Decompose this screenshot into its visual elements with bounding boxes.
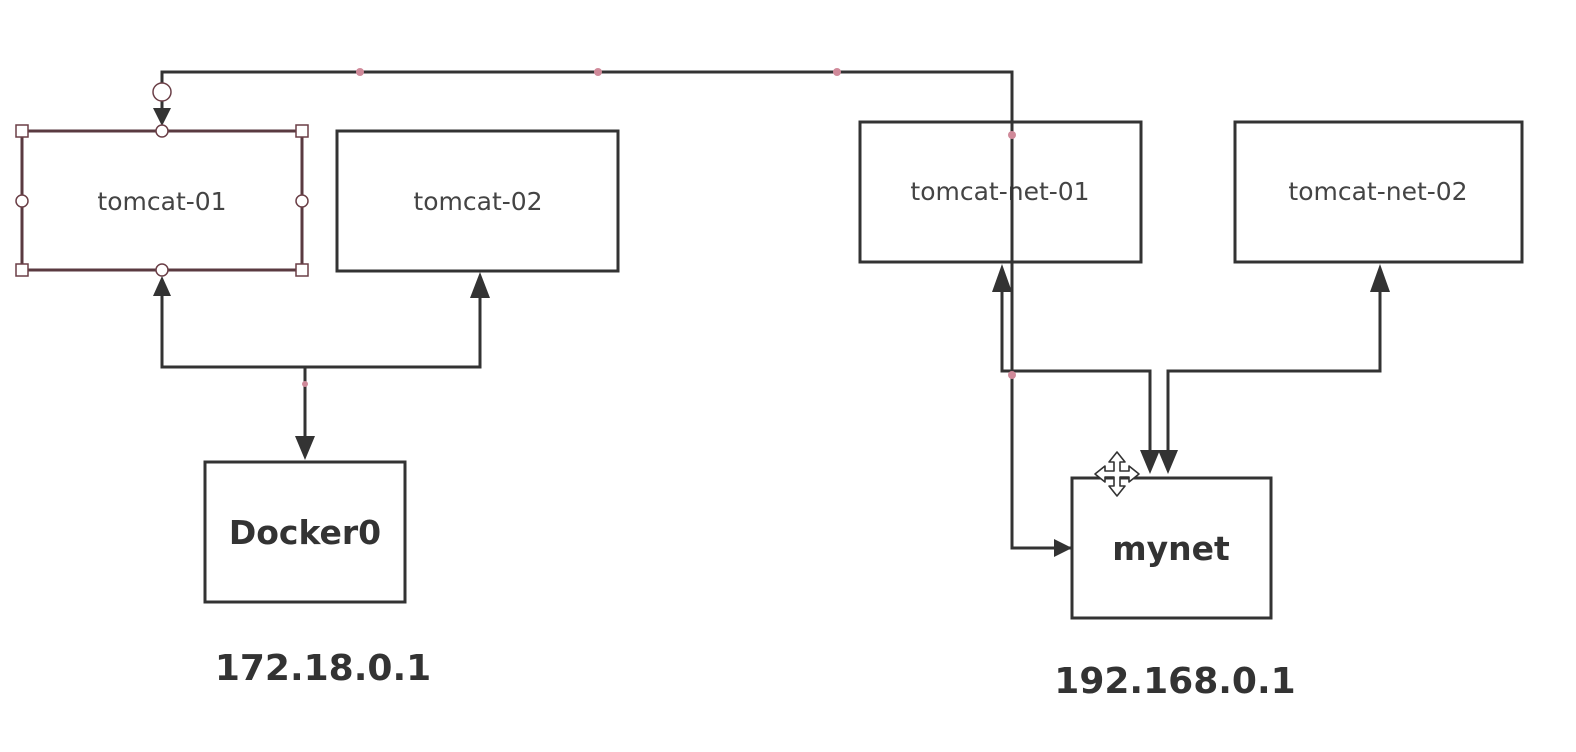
node-mynet-label: mynet <box>1112 529 1230 568</box>
node-docker0[interactable]: Docker0 <box>203 460 407 604</box>
node-tomcat-01[interactable]: tomcat-01 <box>20 129 304 272</box>
resize-handle-sw[interactable] <box>15 263 29 277</box>
connect-handle-bottom[interactable] <box>155 263 169 277</box>
node-tomcat-net-01[interactable]: tomcat-net-01 <box>858 120 1143 264</box>
mynet-ip: 192.168.0.1 <box>1054 661 1295 702</box>
resize-handle-nw[interactable] <box>15 124 29 138</box>
edge-docker0-bus[interactable] <box>153 272 490 460</box>
edge-mynet-tomcat-net-01[interactable] <box>992 264 1160 474</box>
waypoint-4[interactable] <box>1008 131 1016 139</box>
move-cursor-icon <box>1094 451 1140 497</box>
edge-waypoints[interactable] <box>302 68 1016 387</box>
node-tomcat-02[interactable]: tomcat-02 <box>335 129 620 273</box>
node-docker0-label: Docker0 <box>229 513 381 552</box>
node-tomcat-net-01-label: tomcat-net-01 <box>910 177 1089 206</box>
node-mynet[interactable]: mynet <box>1070 476 1273 620</box>
edge-mynet-tomcat-net-02[interactable] <box>1158 264 1390 474</box>
node-tomcat-01-label: tomcat-01 <box>97 187 226 216</box>
waypoint-3[interactable] <box>833 68 841 76</box>
docker0-ip: 172.18.0.1 <box>215 648 431 689</box>
connect-handle-left[interactable] <box>15 194 29 208</box>
selection-handles[interactable] <box>15 82 309 277</box>
edge-endpoint-handle[interactable] <box>152 82 172 102</box>
waypoint-2[interactable] <box>594 68 602 76</box>
resize-handle-ne[interactable] <box>295 124 309 138</box>
node-tomcat-net-02[interactable]: tomcat-net-02 <box>1233 120 1524 264</box>
resize-handle-se[interactable] <box>295 263 309 277</box>
connect-handle-top[interactable] <box>155 124 169 138</box>
connect-handle-right[interactable] <box>295 194 309 208</box>
waypoint-5[interactable] <box>1008 371 1016 379</box>
node-tomcat-net-02-label: tomcat-net-02 <box>1288 177 1467 206</box>
node-tomcat-02-label: tomcat-02 <box>413 187 542 216</box>
waypoint-1[interactable] <box>356 68 364 76</box>
waypoint-6[interactable] <box>302 381 308 387</box>
